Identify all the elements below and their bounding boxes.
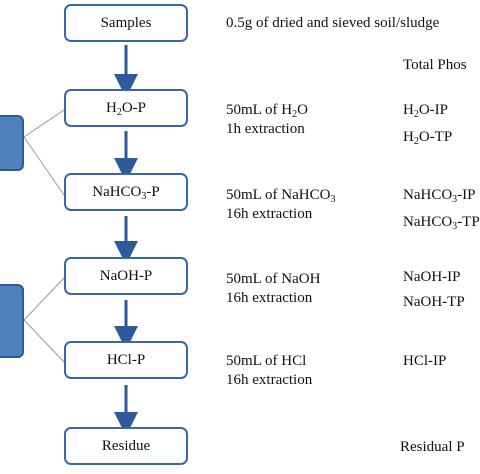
naoh-time: 16h extraction: [226, 290, 313, 306]
h2o-ip: H2O-IP: [403, 102, 449, 120]
naoh-ip: NaOH-IP: [403, 269, 461, 285]
h2o-p-box: H2O-P: [64, 89, 188, 127]
nahco3-tp: NaHCO3-TP: [403, 214, 480, 232]
hcl-ip: HCl-IP: [403, 353, 447, 369]
bracket-line-2b: [23, 319, 65, 363]
naoh-p-label: NaOH-P: [99, 267, 153, 284]
naoh-tp: NaOH-TP: [403, 294, 465, 310]
residue-box: Residue: [64, 427, 188, 465]
bracket-line-2a: [23, 277, 65, 321]
nahco3-reagent: 50mL of NaHCO3: [226, 187, 336, 205]
samples-box: Samples: [64, 4, 188, 42]
nahco3-ip: NaHCO3-IP: [403, 187, 476, 205]
nahco3-p-box: NaHCO3-P: [64, 173, 188, 211]
residue-label: Residue: [101, 437, 151, 454]
bracket-line-1b: [23, 136, 65, 196]
residual-p: Residual P: [400, 439, 465, 455]
samples-desc: 0.5g of dried and sieved soil/sludge: [226, 15, 440, 31]
naoh-reagent: 50mL of NaOH: [226, 271, 321, 287]
hcl-p-box: HCl-P: [64, 341, 188, 379]
bracket-line-1a: [23, 109, 65, 138]
side-group-box-2: [0, 284, 24, 358]
naoh-p-box: NaOH-P: [64, 257, 188, 295]
hcl-time: 16h extraction: [226, 372, 313, 388]
h2o-time: 1h extraction: [226, 121, 305, 137]
h2o-reagent: 50mL of H2O: [226, 102, 308, 120]
side-group-box-1: [0, 115, 24, 171]
h2o-tp: H2O-TP: [403, 129, 453, 147]
hcl-p-label: HCl-P: [106, 351, 146, 368]
column-header: Total Phos: [403, 57, 467, 73]
nahco3-p-label: NaHCO3-P: [92, 183, 160, 202]
nahco3-time: 16h extraction: [226, 206, 313, 222]
hcl-reagent: 50mL of HCl: [226, 353, 307, 369]
samples-label: Samples: [100, 14, 152, 31]
h2o-p-label: H2O-P: [105, 99, 146, 118]
